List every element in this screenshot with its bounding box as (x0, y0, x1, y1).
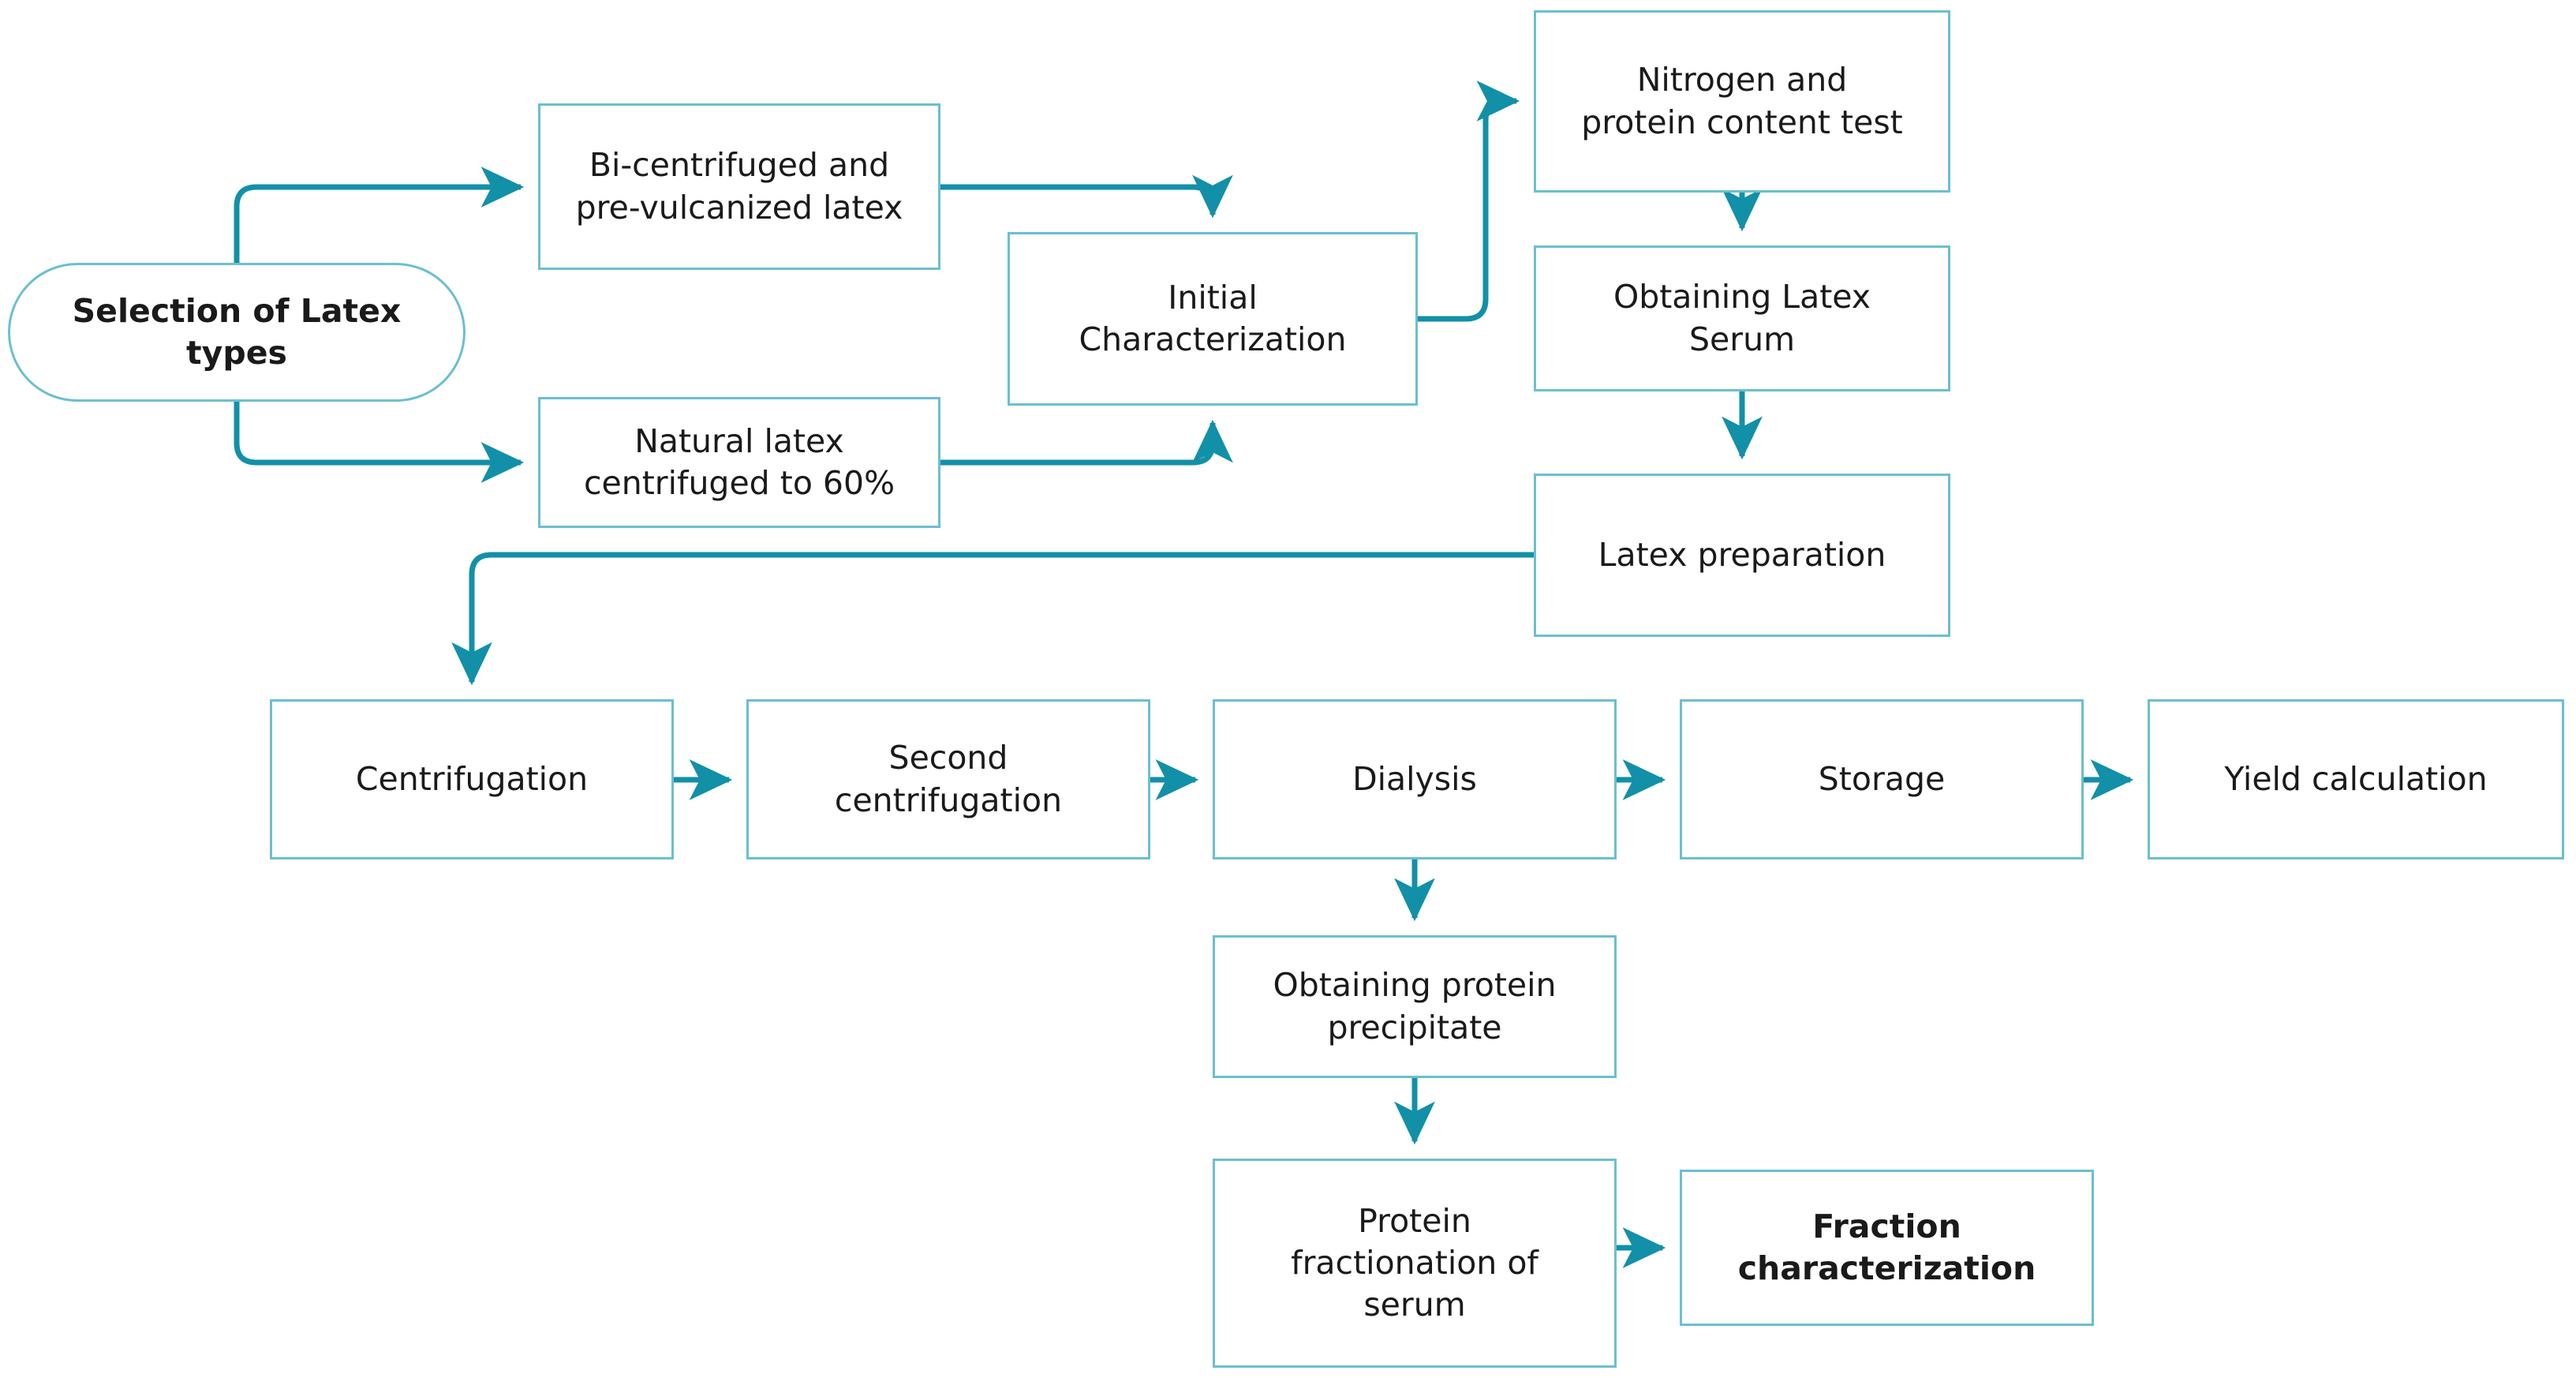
node-selection-of-latex-types[interactable]: Selection of Latex types (8, 263, 465, 402)
edge-latex-preparation-to-centrifugation (451, 552, 1534, 686)
node-bi-centrifuged-and-pre-vulcanized-latex[interactable]: Bi-centrifuged and pre-vulcanized latex (538, 103, 940, 270)
node-storage[interactable]: Storage (1680, 699, 2084, 859)
node-latex-preparation[interactable]: Latex preparation (1534, 474, 1950, 637)
node-protein-fractionation-of-serum[interactable]: Protein fractionation of serum (1213, 1159, 1617, 1368)
node-obtaining-latex-serum[interactable]: Obtaining Latex Serum (1534, 245, 1950, 391)
node-natural-latex-centrifuged-to-60[interactable]: Natural latex centrifuged to 60% (538, 397, 940, 528)
node-initial-characterization[interactable]: Initial Characterization (1008, 232, 1418, 406)
edge-initial-characterization-to-nitrogen-test (1418, 81, 1520, 322)
node-yield-calculation[interactable]: Yield calculation (2148, 699, 2564, 859)
edge-natural-latex-to-initial-characterization (940, 419, 1233, 466)
node-dialysis[interactable]: Dialysis (1213, 699, 1617, 859)
node-fraction-characterization[interactable]: Fraction characterization (1680, 1170, 2094, 1326)
node-obtaining-protein-precipitate[interactable]: Obtaining protein precipitate (1213, 935, 1617, 1078)
node-centrifugation[interactable]: Centrifugation (270, 699, 674, 859)
edge-selection-to-bicentrifuged (234, 167, 525, 263)
edge-bicentrifuged-to-initial-characterization (940, 174, 1233, 219)
node-second-centrifugation[interactable]: Second centrifugation (746, 699, 1150, 859)
edge-selection-to-natural-latex (234, 402, 525, 483)
node-nitrogen-and-protein-content-test[interactable]: Nitrogen and protein content test (1534, 10, 1950, 193)
